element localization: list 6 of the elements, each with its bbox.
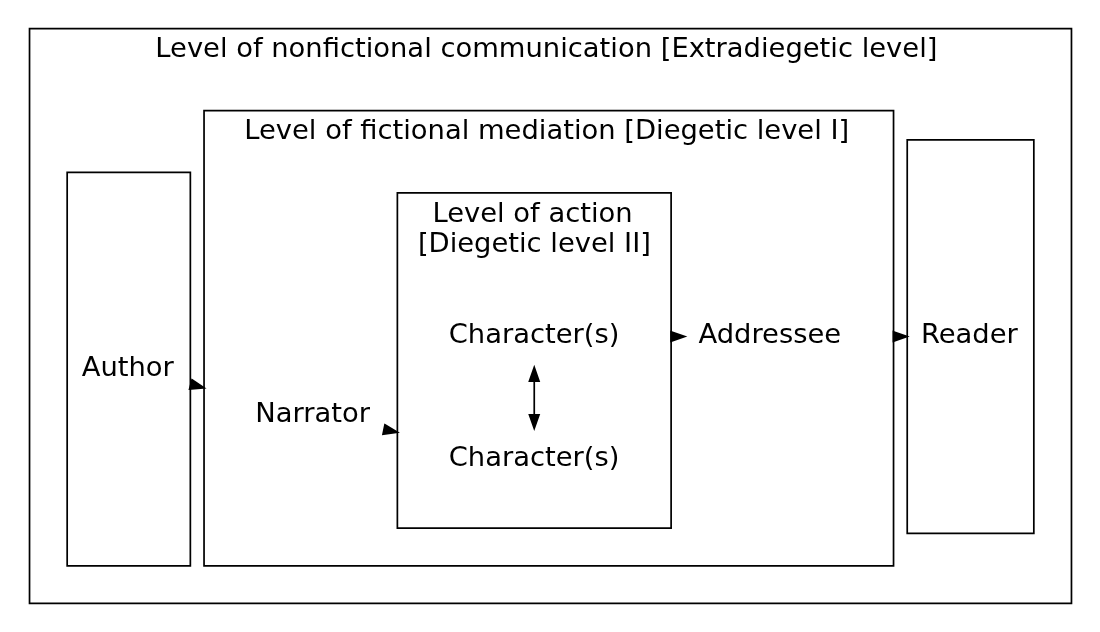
arrow [527,364,540,432]
node-text: Narrator [254,396,370,428]
node-box: Reader [905,138,1035,535]
node-text: Character(s) [448,318,619,350]
node-text: Addressee [697,318,841,350]
node-text: Character(s) [448,441,619,473]
